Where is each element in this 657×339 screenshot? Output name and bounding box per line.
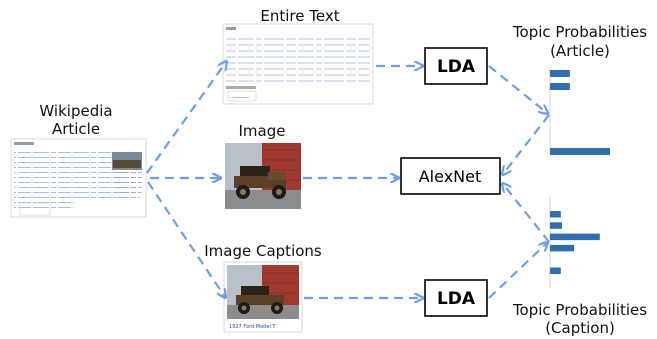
image-label: Image bbox=[239, 122, 286, 140]
topic-probabilities-caption-chart bbox=[549, 196, 600, 288]
arrow-caption-topics-to-alexnet bbox=[503, 184, 550, 243]
wikipedia-label-line2: Article bbox=[52, 120, 100, 138]
topic-caption-label-line1: Topic Probabilities bbox=[512, 301, 647, 319]
caption-topic-bar bbox=[550, 211, 561, 218]
lda-top-label: LDA bbox=[437, 57, 476, 77]
caption-topic-bar bbox=[550, 233, 600, 241]
wikipedia-label-line1: Wikipedia bbox=[39, 102, 112, 120]
arrow-article-topics-to-alexnet bbox=[503, 114, 550, 174]
entire-text-label: Entire Text bbox=[260, 7, 339, 25]
arrow-lda-to-caption-topics bbox=[488, 243, 547, 299]
article-topic-bar bbox=[550, 83, 570, 90]
caption-topic-bar bbox=[550, 267, 561, 274]
topic-article-label-line1: Topic Probabilities bbox=[512, 23, 647, 41]
caption-topic-bar bbox=[550, 244, 574, 252]
topic-caption-label-line2: (Caption) bbox=[545, 319, 615, 337]
lda-bottom-box: LDA bbox=[424, 279, 488, 317]
car-image-thumbnail bbox=[225, 143, 301, 209]
caption-text: 1927 Ford Model T bbox=[229, 324, 276, 330]
topic-article-label-line2: (Article) bbox=[550, 42, 610, 60]
alexnet-box: AlexNet bbox=[400, 157, 501, 195]
captioned-image-thumbnail: 1927 Ford Model T bbox=[223, 261, 303, 333]
arrow-lda-to-article-topics bbox=[488, 65, 547, 113]
lda-top-box: LDA bbox=[424, 47, 488, 85]
article-topic-bar bbox=[550, 70, 570, 77]
lda-bottom-label: LDA bbox=[437, 289, 476, 309]
entire-text-thumbnail bbox=[222, 23, 374, 105]
article-topic-bar bbox=[550, 148, 610, 155]
alexnet-label: AlexNet bbox=[419, 167, 482, 186]
arrow-wiki-to-text bbox=[146, 62, 226, 174]
wikipedia-article-thumbnail bbox=[10, 138, 147, 218]
arrow-wiki-to-captions bbox=[147, 181, 225, 297]
image-captions-label: Image Captions bbox=[204, 242, 322, 260]
caption-topic-bar bbox=[550, 222, 562, 229]
topic-probabilities-article-chart bbox=[549, 68, 610, 158]
